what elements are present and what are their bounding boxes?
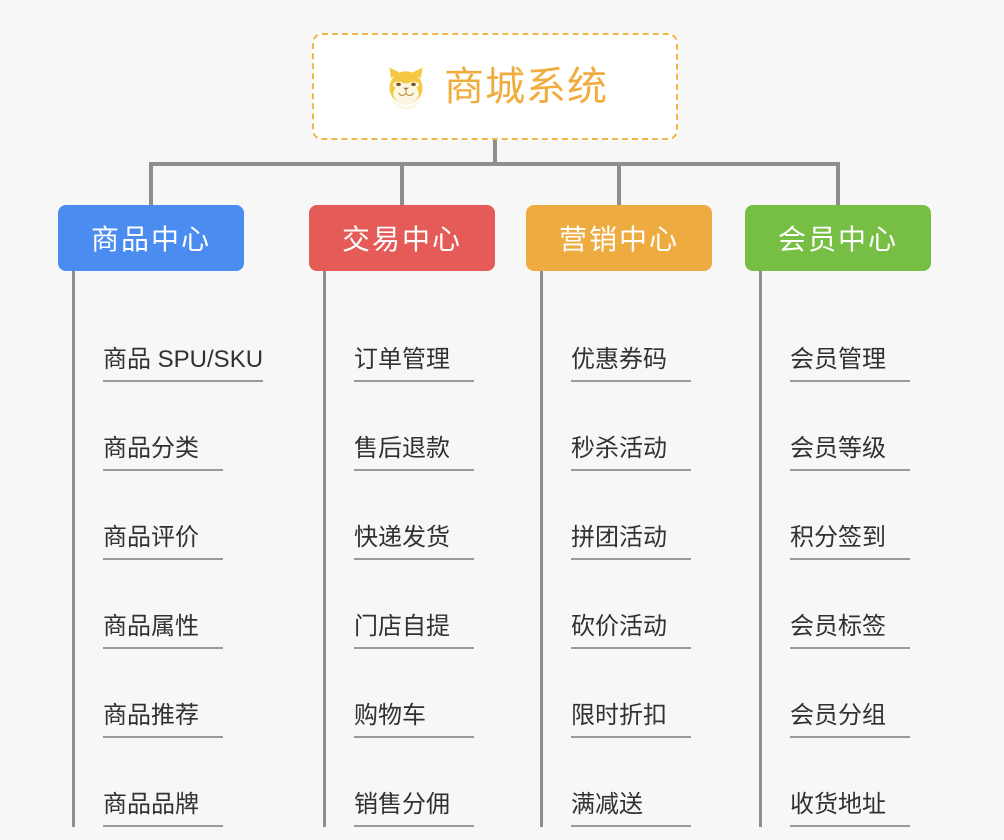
leaf-label: 积分签到 (790, 524, 910, 560)
leaf-item[interactable]: 满减送 (526, 738, 756, 827)
leaf-item[interactable]: 商品分类 (58, 382, 308, 471)
branch-list-3: 会员管理 会员等级 积分签到 会员标签 会员分组 收货地址 (745, 271, 975, 827)
leaf-item[interactable]: 商品品牌 (58, 738, 308, 827)
leaf-label: 商品分类 (103, 435, 223, 471)
leaf-item[interactable]: 砍价活动 (526, 560, 756, 649)
leaf-item[interactable]: 拼团活动 (526, 471, 756, 560)
branch-header-1[interactable]: 交易中心 (309, 205, 495, 271)
leaf-item[interactable]: 会员分组 (745, 649, 975, 738)
connector-horizontal-bus (149, 162, 840, 166)
branch-header-3[interactable]: 会员中心 (745, 205, 931, 271)
leaf-label: 限时折扣 (571, 702, 691, 738)
leaf-item[interactable]: 商品属性 (58, 560, 308, 649)
leaf-label: 门店自提 (354, 613, 474, 649)
leaf-item[interactable]: 优惠券码 (526, 293, 756, 382)
branch-list-0: 商品 SPU/SKU 商品分类 商品评价 商品属性 商品推荐 商品品牌 (58, 271, 308, 827)
leaf-label: 拼团活动 (571, 524, 691, 560)
leaf-label: 收货地址 (790, 791, 910, 827)
leaf-item[interactable]: 积分签到 (745, 471, 975, 560)
leaf-label: 购物车 (354, 702, 474, 738)
leaf-item[interactable]: 秒杀活动 (526, 382, 756, 471)
leaf-item[interactable]: 商品评价 (58, 471, 308, 560)
branch-会员中心: 会员中心 会员管理 会员等级 积分签到 会员标签 会员分组 收货地址 (745, 205, 975, 827)
leaf-label: 满减送 (571, 791, 691, 827)
branch-spine-0 (72, 271, 75, 827)
branch-营销中心: 营销中心 优惠券码 秒杀活动 拼团活动 砍价活动 限时折扣 满减送 (526, 205, 756, 827)
branch-label-2: 营销中心 (558, 224, 679, 255)
leaf-label: 快递发货 (354, 524, 474, 560)
branch-list-2: 优惠券码 秒杀活动 拼团活动 砍价活动 限时折扣 满减送 (526, 271, 756, 827)
leaf-label: 会员标签 (790, 613, 910, 649)
branch-label-1: 交易中心 (341, 224, 462, 255)
branch-list-1: 订单管理 售后退款 快递发货 门店自提 购物车 销售分佣 (309, 271, 539, 827)
leaf-item[interactable]: 快递发货 (309, 471, 539, 560)
leaf-label: 砍价活动 (571, 613, 691, 649)
leaf-item[interactable]: 会员等级 (745, 382, 975, 471)
leaf-label: 销售分佣 (354, 791, 474, 827)
leaf-item[interactable]: 销售分佣 (309, 738, 539, 827)
leaf-label: 商品属性 (103, 613, 223, 649)
branch-spine-2 (540, 271, 543, 827)
connector-root-stem (493, 140, 497, 165)
leaf-label: 会员等级 (790, 435, 910, 471)
leaf-item[interactable]: 订单管理 (309, 293, 539, 382)
branch-交易中心: 交易中心 订单管理 售后退款 快递发货 门店自提 购物车 销售分佣 (309, 205, 539, 827)
connector-drop-branch-0 (149, 162, 153, 206)
branch-spine-3 (759, 271, 762, 827)
leaf-label: 优惠券码 (571, 346, 691, 382)
branch-label-0: 商品中心 (90, 224, 211, 255)
connector-drop-branch-1 (400, 162, 404, 206)
leaf-label: 商品 SPU/SKU (103, 346, 264, 382)
leaf-item[interactable]: 门店自提 (309, 560, 539, 649)
leaf-item[interactable]: 会员管理 (745, 293, 975, 382)
leaf-label: 会员管理 (790, 346, 910, 382)
branch-商品中心: 商品中心 商品 SPU/SKU 商品分类 商品评价 商品属性 商品推荐 商品品牌 (58, 205, 308, 827)
root-title: 商城系统 (444, 64, 608, 109)
leaf-item[interactable]: 收货地址 (745, 738, 975, 827)
leaf-label: 商品品牌 (103, 791, 223, 827)
leaf-item[interactable]: 购物车 (309, 649, 539, 738)
leaf-item[interactable]: 售后退款 (309, 382, 539, 471)
branch-spine-1 (323, 271, 326, 827)
connector-drop-branch-3 (836, 162, 840, 206)
leaf-label: 售后退款 (354, 435, 474, 471)
leaf-item[interactable]: 商品 SPU/SKU (58, 293, 308, 382)
leaf-label: 会员分组 (790, 702, 910, 738)
shiba-dog-face-icon (389, 67, 423, 109)
leaf-label: 商品推荐 (103, 702, 223, 738)
branch-header-0[interactable]: 商品中心 (58, 205, 244, 271)
leaf-label: 秒杀活动 (571, 435, 691, 471)
leaf-item[interactable]: 限时折扣 (526, 649, 756, 738)
root-node[interactable]: 商城系统 (312, 33, 678, 140)
branch-label-3: 会员中心 (777, 224, 898, 255)
leaf-label: 商品评价 (103, 524, 223, 560)
connector-drop-branch-2 (617, 162, 621, 206)
leaf-item[interactable]: 会员标签 (745, 560, 975, 649)
leaf-label: 订单管理 (354, 346, 474, 382)
leaf-item[interactable]: 商品推荐 (58, 649, 308, 738)
branch-header-2[interactable]: 营销中心 (526, 205, 712, 271)
